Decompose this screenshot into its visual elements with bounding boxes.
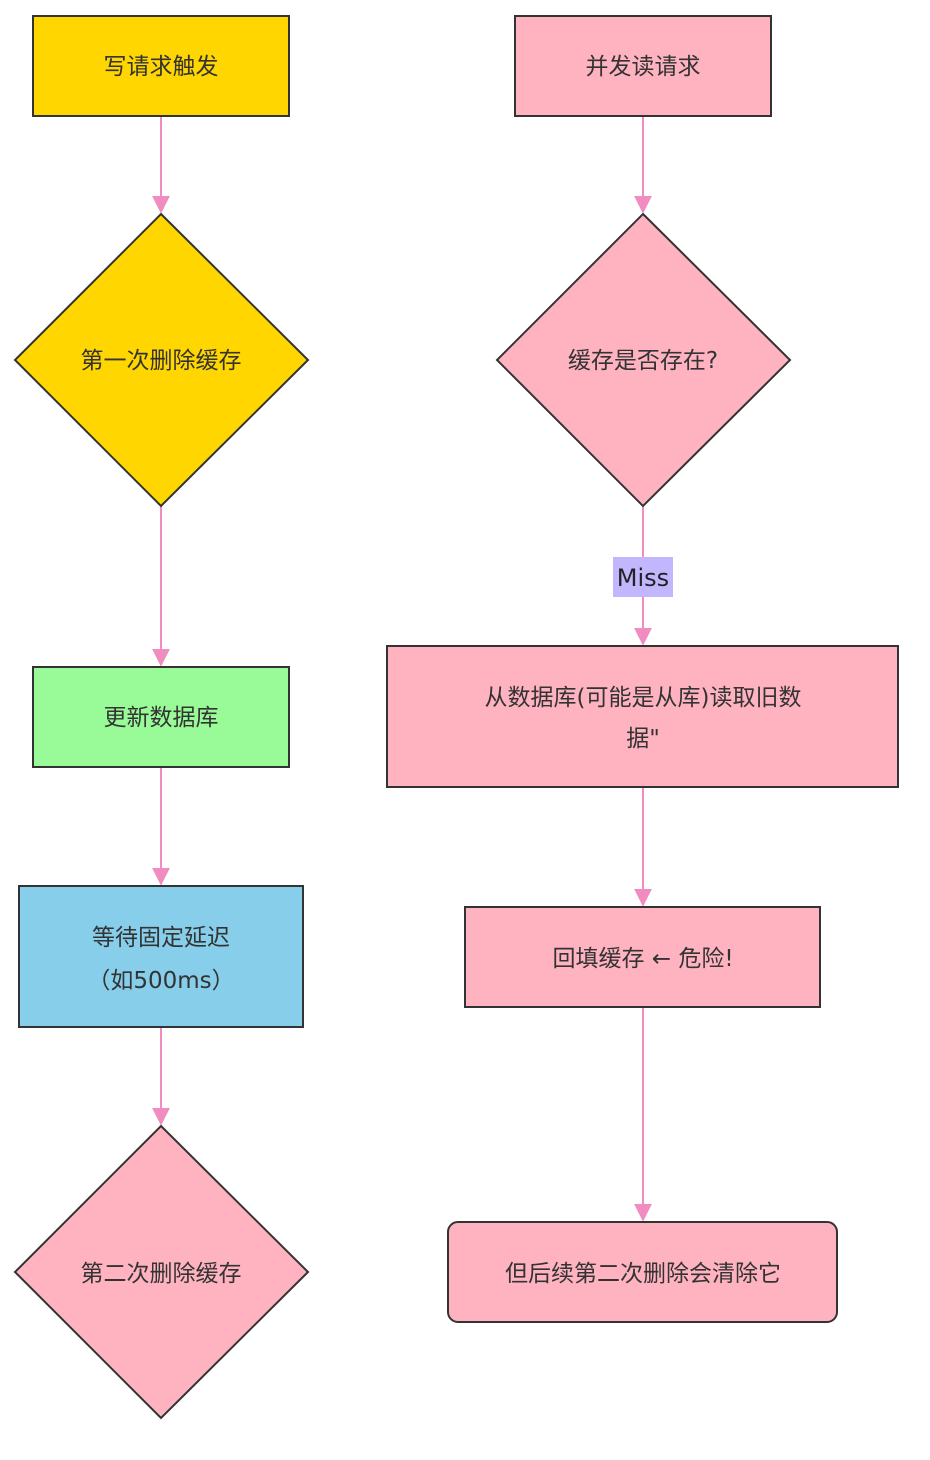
edge-label-miss-bg bbox=[613, 557, 673, 597]
node-backfill-label: 回填缓存 ← 危险! bbox=[552, 946, 733, 972]
node-backfill: 回填缓存 ← 危险! bbox=[464, 906, 821, 1008]
node-second-delete-label: 第二次删除缓存 bbox=[81, 1261, 242, 1287]
node-write-trigger-label: 写请求触发 bbox=[104, 54, 219, 80]
node-cache-exists-label: 缓存是否存在? bbox=[568, 348, 718, 374]
edge-label-miss-text: Miss bbox=[617, 564, 669, 592]
node-cache-exists: 缓存是否存在? bbox=[495, 212, 792, 508]
node-update-db-label: 更新数据库 bbox=[104, 705, 219, 731]
node-second-delete: 第二次删除缓存 bbox=[13, 1124, 310, 1420]
node-wait: 等待固定延迟 （如500ms） bbox=[18, 885, 304, 1028]
node-read-old-label-line1: 从数据库(可能是从库)读取旧数 bbox=[485, 685, 802, 711]
node-update-db: 更新数据库 bbox=[32, 666, 290, 768]
node-read-old: 从数据库(可能是从库)读取旧数 据" bbox=[386, 645, 899, 788]
node-first-delete-label: 第一次删除缓存 bbox=[81, 348, 242, 374]
node-wait-label-line1: 等待固定延迟 bbox=[92, 925, 230, 951]
node-concurrent-read: 并发读请求 bbox=[514, 15, 772, 117]
node-write-trigger: 写请求触发 bbox=[32, 15, 290, 117]
node-cleared-label: 但后续第二次删除会清除它 bbox=[505, 1261, 781, 1287]
node-wait-label-line2: （如500ms） bbox=[87, 968, 234, 994]
node-cleared: 但后续第二次删除会清除它 bbox=[447, 1221, 838, 1323]
node-concurrent-read-label: 并发读请求 bbox=[586, 54, 701, 80]
node-first-delete: 第一次删除缓存 bbox=[13, 212, 310, 508]
edge-label-miss: Miss bbox=[613, 557, 673, 597]
node-read-old-label-line2: 据" bbox=[626, 726, 660, 752]
